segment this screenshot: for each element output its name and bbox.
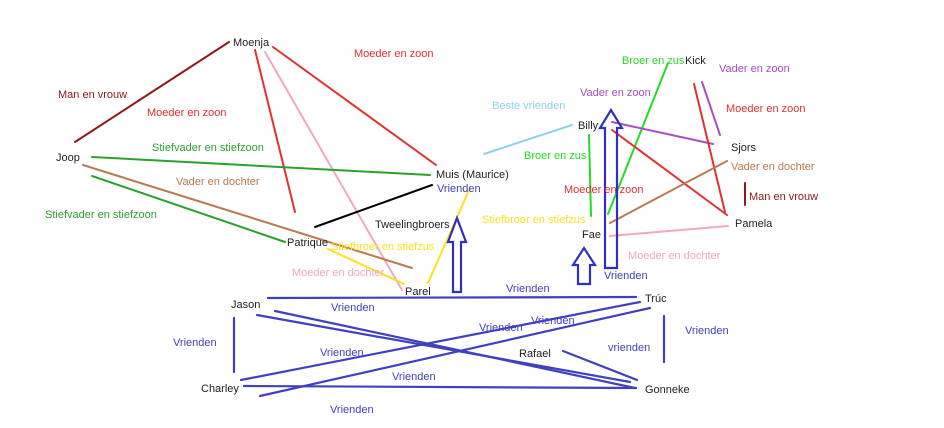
node-charley: Charley xyxy=(201,383,239,395)
relation-label: Beste vrienden xyxy=(492,100,565,112)
relation-label: Moeder en dochter xyxy=(628,250,721,262)
edge-kick-sjors-purple xyxy=(701,81,721,136)
edge-jason-gonneke-2 xyxy=(273,309,637,390)
relation-label: Stiefvader en stiefzoon xyxy=(152,142,264,154)
relation-label: Moeder en dochter xyxy=(292,267,385,279)
relation-label: Stiefbroer en stiefzus xyxy=(482,214,586,226)
relation-label: Vrienden xyxy=(685,325,729,337)
relation-label: Moeder en zoon xyxy=(726,103,806,115)
edge-truc-charley-1 xyxy=(239,300,642,382)
edge-truc-charley-2 xyxy=(258,306,652,398)
edge-patrique-parel-yellow xyxy=(327,248,405,285)
node-patrique: Patrique xyxy=(287,237,328,249)
arrow-up-icon xyxy=(446,214,468,294)
edge-man-en-vrouw-left xyxy=(74,41,230,143)
node-sjors: Sjors xyxy=(731,142,757,154)
connection-lines xyxy=(74,41,746,398)
relation-label: Man en vrouw xyxy=(58,89,127,101)
relation-label: Vrienden xyxy=(330,404,374,416)
arrows xyxy=(446,107,624,294)
relation-label: Vrienden xyxy=(506,283,550,295)
edge-muis-parel-yellow xyxy=(427,187,471,284)
edge-fae-pamela-pink xyxy=(609,225,729,237)
relation-labels: Man en vrouw Moeder en zoon Moeder en zo… xyxy=(45,48,818,416)
node-truc: Trúc xyxy=(645,293,667,305)
edge-billy-fae-green xyxy=(588,134,592,217)
relation-label: Stiefvader en stiefzoon xyxy=(45,209,157,221)
node-rafael: Rafael xyxy=(519,348,551,360)
node-billy: Billy xyxy=(578,120,599,132)
edge-charley-gonneke xyxy=(242,384,638,390)
edge-billy-sjors-purple xyxy=(611,121,714,145)
relation-label: Vrienden xyxy=(604,270,648,282)
arrow-up-icon xyxy=(598,107,624,270)
edge-jason-gonneke-1 xyxy=(255,313,632,384)
edge-beste-vrienden xyxy=(483,124,573,155)
relation-label: Moeder en zoon xyxy=(354,48,434,60)
node-fae: Fae xyxy=(582,229,601,241)
node-tweelingbroers: Tweelingbroers xyxy=(375,219,450,231)
edge-kick-pamela-red xyxy=(693,83,726,213)
arrow-up-icon xyxy=(570,245,598,286)
relation-label: Vrienden xyxy=(437,183,481,195)
node-labels: Moenja Joop Muis (Maurice) Patrique Pare… xyxy=(56,37,773,396)
node-muis: Muis (Maurice) xyxy=(436,169,509,181)
relation-label: Broer en zus xyxy=(622,55,685,67)
relation-label: Vrienden xyxy=(479,322,523,334)
relation-label: Vader en zoon xyxy=(580,87,651,99)
edge-rafael-gonneke xyxy=(561,349,639,382)
relation-label: vrienden xyxy=(608,342,650,354)
node-moenja: Moenja xyxy=(233,37,270,49)
edge-jason-truc xyxy=(266,295,638,300)
relation-label: Vrienden xyxy=(531,315,575,327)
edge-joop-muis-green xyxy=(91,156,431,176)
relation-label: Vrienden xyxy=(392,371,436,383)
edge-tweeling-black xyxy=(314,184,433,228)
edge-sjors-fae-brown xyxy=(609,160,728,224)
edge-joop-parel-brown xyxy=(82,164,413,269)
relation-label: Vader en dochter xyxy=(176,176,260,188)
relation-label: Broer en zus xyxy=(524,150,587,162)
relation-label: Moeder en zoon xyxy=(564,184,644,196)
node-gonneke: Gonneke xyxy=(645,384,690,396)
edge-moenja-parel-pink xyxy=(264,51,403,291)
relation-label: Vrienden xyxy=(320,347,364,359)
relation-label: Vader en dochter xyxy=(731,161,815,173)
relation-label: Stiefbroer en stiefzus xyxy=(331,241,435,253)
node-kick: Kick xyxy=(685,55,706,67)
relation-label: Vader en zoon xyxy=(719,63,790,75)
edge-moenja-patrique-red xyxy=(254,49,296,213)
edge-moenja-muis-red xyxy=(272,46,437,166)
node-jason: Jason xyxy=(231,299,260,311)
edge-billy-pamela-red xyxy=(611,129,728,216)
node-parel: Parel xyxy=(405,286,431,298)
edge-joop-patrique-green xyxy=(91,175,286,243)
relation-label: Man en vrouw xyxy=(749,191,818,203)
relation-label: Vrienden xyxy=(173,337,217,349)
relation-label: Moeder en zoon xyxy=(147,107,227,119)
node-joop: Joop xyxy=(56,152,80,164)
relation-label: Vrienden xyxy=(331,302,375,314)
node-pamela: Pamela xyxy=(735,218,773,230)
